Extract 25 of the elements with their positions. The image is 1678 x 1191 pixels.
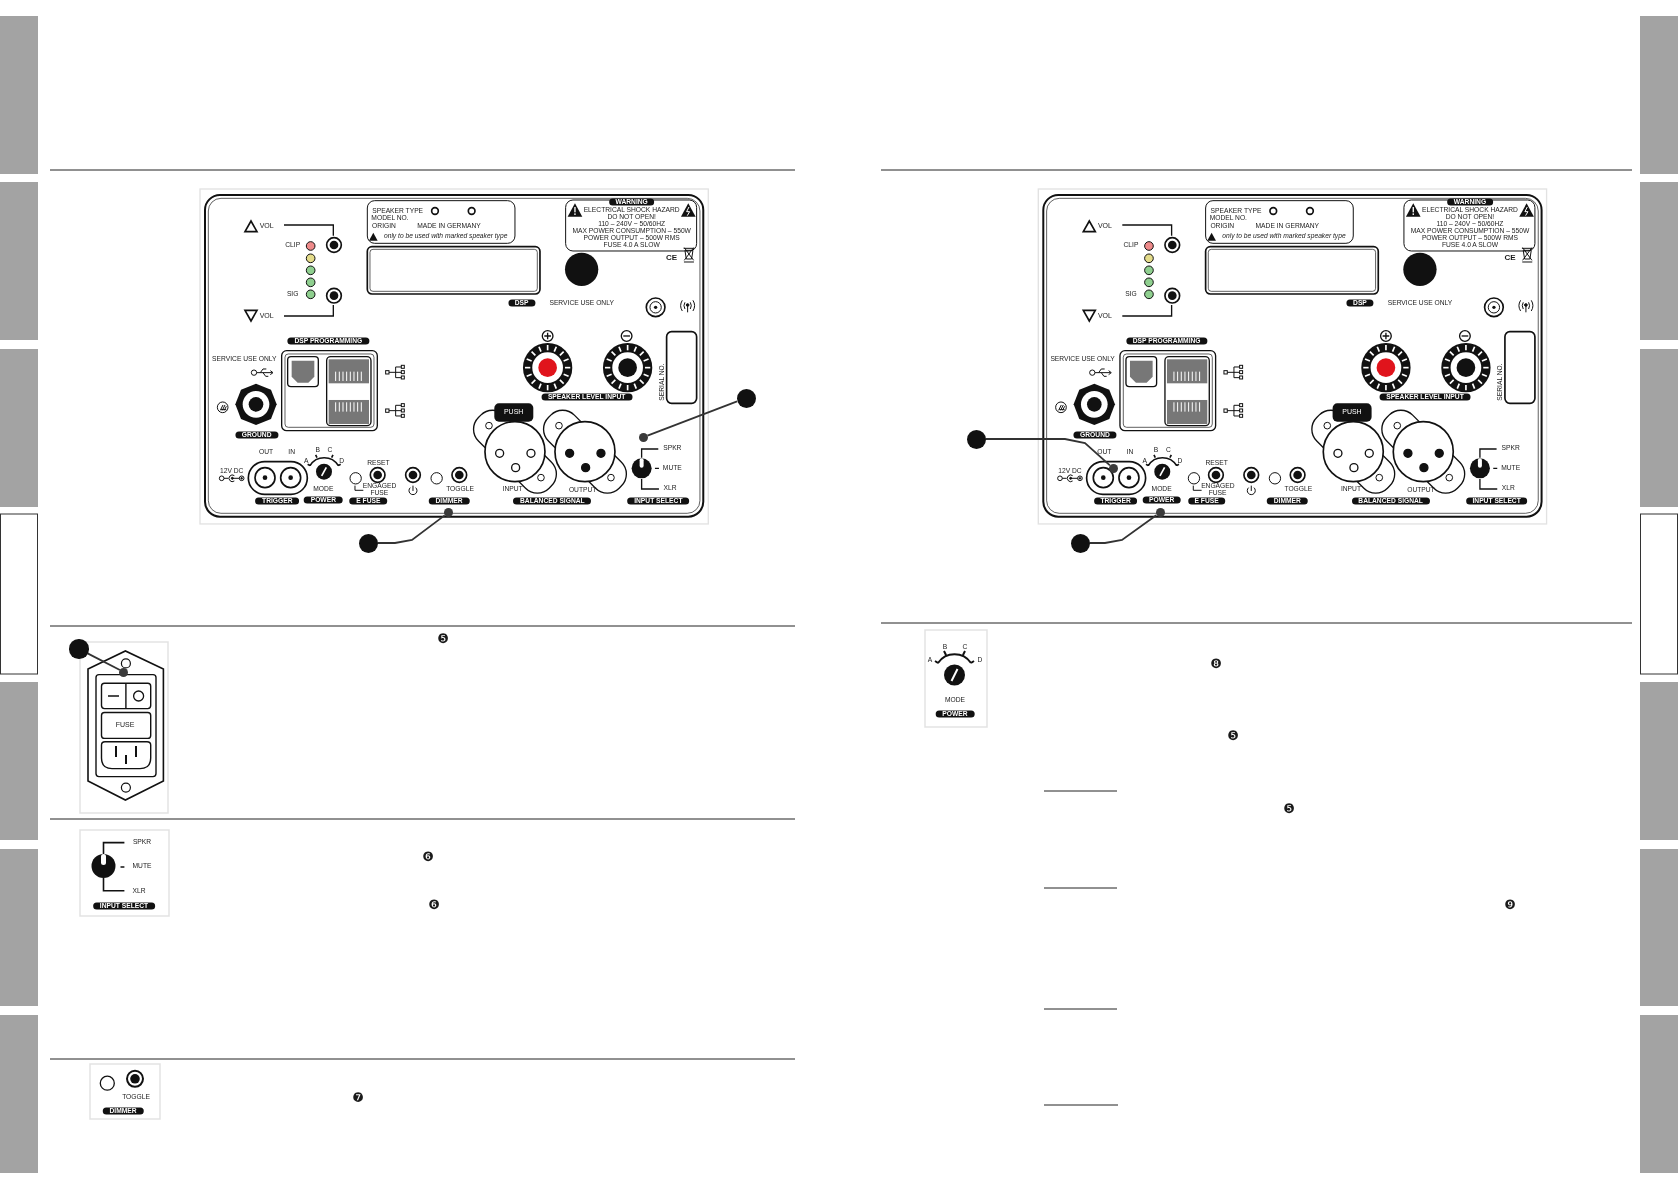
callout-number: ❼ — [352, 1090, 364, 1104]
callout-number: ❺ — [1227, 728, 1239, 742]
callout-marker — [69, 639, 89, 659]
callout-number: ❺ — [1283, 801, 1295, 815]
leader-line — [1088, 514, 1158, 544]
leader-line — [646, 400, 738, 437]
leader-end-dot — [443, 508, 453, 518]
callout-marker — [1070, 533, 1090, 553]
ce-mark: CE — [1504, 253, 1516, 262]
leader-end-dot — [638, 432, 648, 442]
leader-line — [376, 514, 446, 544]
leader-end-dot — [1108, 463, 1118, 473]
callout-marker — [966, 429, 986, 449]
callout-marker — [358, 533, 378, 553]
leader-line — [984, 438, 1111, 467]
callout-number: ❻ — [428, 897, 440, 911]
callout-number: ❺ — [437, 631, 449, 645]
ce-mark: CE — [666, 253, 678, 262]
leader-end-dot — [1155, 508, 1165, 518]
callout-number: ❾ — [1504, 897, 1516, 911]
leader-line — [86, 652, 121, 671]
callout-marker — [736, 388, 756, 408]
leader-end-dot — [119, 667, 129, 677]
callout-number: ❽ — [1210, 656, 1222, 670]
callout-number: ❻ — [422, 849, 434, 863]
